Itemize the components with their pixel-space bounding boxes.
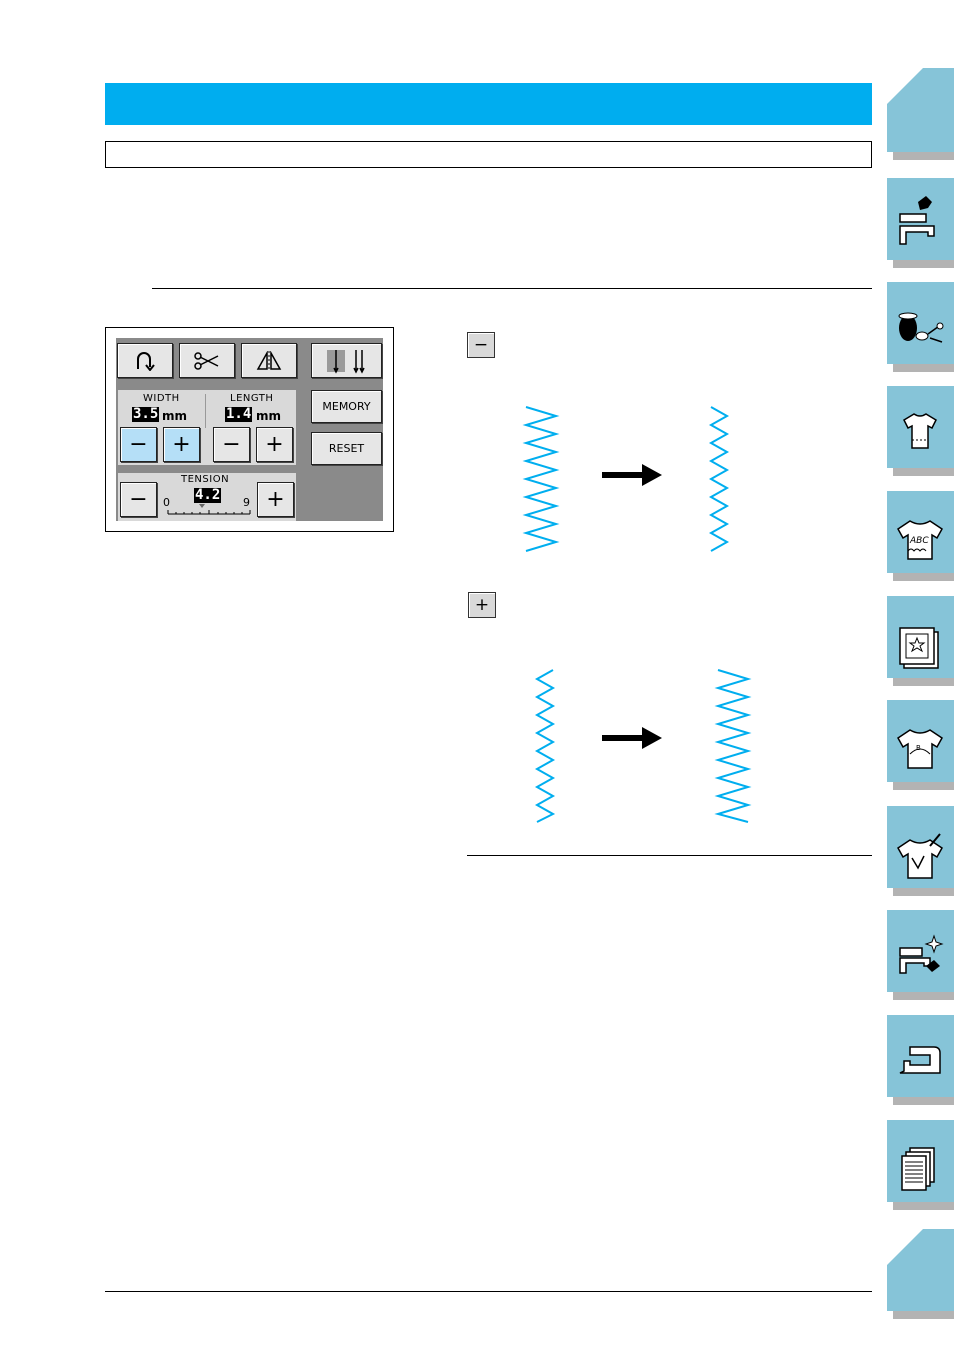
mirror-icon [256, 350, 282, 371]
tension-minus-button[interactable]: − [120, 482, 157, 517]
svg-text:ABC: ABC [909, 536, 929, 546]
needle-icon [326, 349, 365, 374]
length-value: 1.4 [225, 406, 253, 422]
wide-zigzag-stitch [522, 406, 560, 552]
width-label: WIDTH [143, 393, 180, 404]
arrow-right-icon [602, 727, 662, 749]
sewing-machine-hand-icon [899, 196, 935, 245]
width-unit: mm [162, 409, 188, 423]
tension-plus-button[interactable]: + [257, 482, 294, 517]
tab-appendix[interactable] [887, 1120, 954, 1210]
machine-care-icon [899, 934, 944, 974]
length-plus-button[interactable]: + [256, 427, 293, 462]
documents-icon [901, 1147, 935, 1191]
mirror-image-button[interactable] [241, 343, 297, 378]
tension-value: 4.2 [194, 487, 222, 503]
svg-text:B: B [916, 744, 921, 752]
needle-mode-button[interactable] [311, 343, 382, 378]
tab-corner [887, 1229, 923, 1265]
section-banner [105, 83, 872, 125]
width-minus-button[interactable]: − [120, 427, 157, 462]
thread-cutter-button[interactable] [179, 343, 235, 378]
thread-spools-icon [898, 312, 944, 343]
tab-getting-ready[interactable] [887, 178, 954, 268]
divider-bottom [105, 1291, 872, 1292]
tension-label: TENSION [181, 474, 230, 485]
divider-mid [467, 855, 872, 856]
length-label: LENGTH [230, 393, 274, 404]
arrow-right-icon [602, 464, 662, 486]
tab-embroidery[interactable] [887, 596, 954, 686]
narrow-zigzag-stitch-before [534, 669, 556, 823]
tab-my-custom-stitch[interactable] [887, 806, 954, 896]
reverse-stitch-icon [137, 351, 155, 371]
memory-button[interactable]: MEMORY [311, 390, 382, 423]
tab-character-stitches[interactable]: ABC [887, 491, 954, 581]
decrease-key-icon: − [467, 332, 495, 358]
shirt-edit-icon [897, 833, 943, 879]
tension-max: 9 [243, 496, 251, 509]
wide-zigzag-stitch-after [714, 669, 752, 823]
shirt-design-icon: B [897, 729, 943, 769]
tension-min: 0 [163, 496, 171, 509]
increase-key-icon: + [468, 592, 496, 618]
tab-basics[interactable] [887, 282, 954, 372]
width-plus-button[interactable]: + [163, 427, 200, 462]
control-panel-figure: WIDTH 3.5 mm LENGTH 1.4 mm − + − + MEMOR… [105, 327, 394, 532]
width-value: 3.5 [132, 406, 160, 422]
tab-corner [887, 68, 923, 104]
control-panel: WIDTH 3.5 mm LENGTH 1.4 mm − + − + MEMOR… [116, 338, 383, 521]
reset-button[interactable]: RESET [311, 432, 382, 465]
tab-embroidery-edit[interactable]: B [887, 700, 954, 790]
sewing-machine-icon [899, 1046, 941, 1074]
subsection-bar [105, 141, 872, 168]
length-minus-button[interactable]: − [213, 427, 250, 462]
tension-scale [167, 504, 251, 515]
narrow-zigzag-stitch [708, 406, 730, 552]
tab-maintenance[interactable] [887, 910, 954, 1000]
length-unit: mm [256, 409, 282, 423]
tab-machine[interactable] [887, 1015, 954, 1105]
shirt-abc-icon: ABC [897, 520, 943, 560]
reverse-stitch-button[interactable] [117, 343, 173, 378]
embroidery-frame-icon [899, 627, 939, 669]
tab-bottom-blank[interactable] [887, 1229, 954, 1319]
shirt-icon [903, 413, 937, 449]
tab-utility-stitches[interactable] [887, 386, 954, 476]
divider-top [152, 288, 872, 289]
tab-top-blank[interactable] [887, 68, 954, 160]
scissors-icon [194, 351, 219, 370]
